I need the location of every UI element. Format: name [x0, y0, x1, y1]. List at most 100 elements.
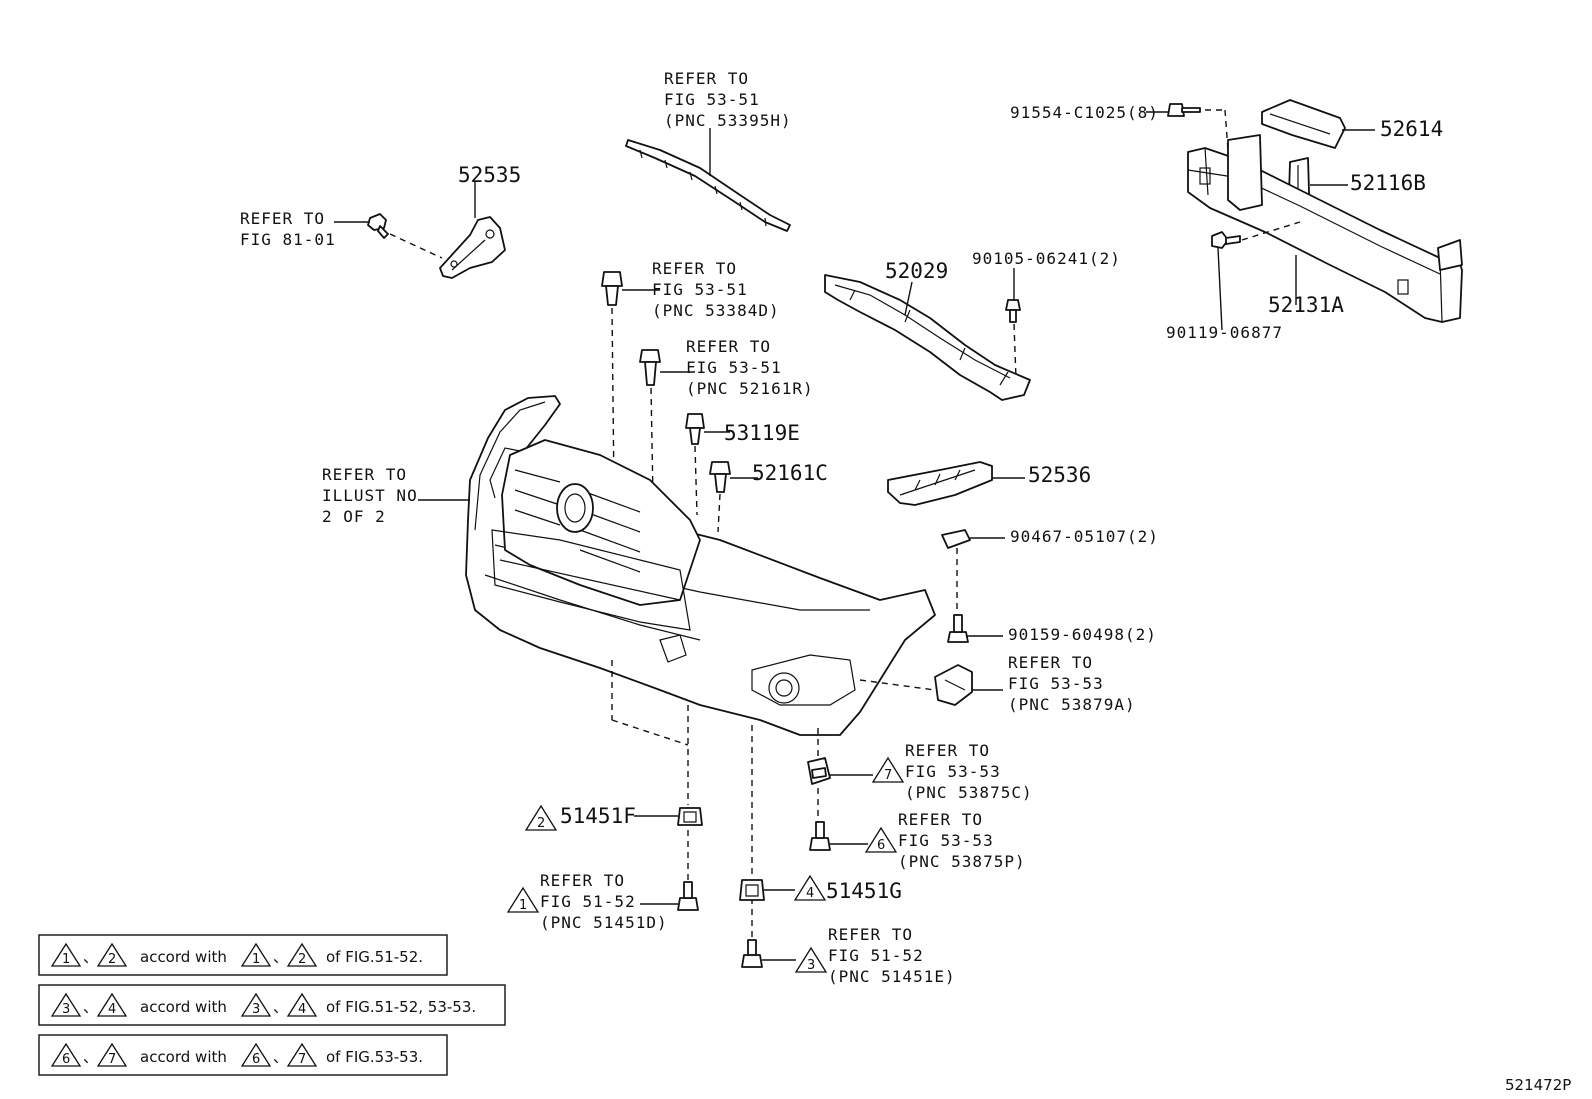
- clip-53119e[interactable]: [685, 413, 705, 445]
- svg-text:7: 7: [884, 768, 892, 783]
- label-53875c-2: FIG 53-53: [905, 762, 1001, 781]
- label-illust-3: 2 OF 2: [322, 507, 386, 526]
- label-refer-fig8101-1: REFER TO: [240, 209, 325, 228]
- svg-text:、: 、: [83, 948, 98, 966]
- svg-text:3: 3: [807, 958, 815, 973]
- label-52536: 52536: [1028, 463, 1091, 487]
- bolt-91554[interactable]: [1167, 103, 1201, 117]
- label-51451e-1: REFER TO: [828, 925, 913, 944]
- label-53119e: 53119E: [724, 421, 800, 445]
- svg-text:2: 2: [298, 952, 306, 967]
- label-51451d-2: FIG 51-52: [540, 892, 636, 911]
- svg-text:、: 、: [83, 998, 98, 1016]
- bolt-90105[interactable]: [1005, 299, 1021, 323]
- figure-id: 521472P: [1505, 1076, 1571, 1094]
- clip-53875c[interactable]: [807, 757, 831, 785]
- triangle-ref-3: 3: [794, 946, 828, 973]
- clip-52161r[interactable]: [639, 349, 661, 386]
- svg-text:6: 6: [62, 1052, 70, 1067]
- label-53875c-3: (PNC 53875C): [905, 783, 1033, 802]
- label-53384d-2: FIG 53-51: [652, 280, 748, 299]
- bracket-52535[interactable]: [439, 216, 506, 279]
- screw-51451e[interactable]: [741, 939, 763, 968]
- label-90467: 90467-05107(2): [1010, 527, 1159, 546]
- label-52029: 52029: [885, 259, 948, 283]
- label-53384d-1: REFER TO: [652, 259, 737, 278]
- svg-text:7: 7: [298, 1052, 306, 1067]
- clip-90467[interactable]: [941, 529, 971, 549]
- clip-51451g[interactable]: [739, 879, 765, 901]
- label-52161r-1: REFER TO: [686, 337, 771, 356]
- legend-row-2: 3 、 4 accord with 3 、 4 of FIG.51-52, 53…: [38, 984, 506, 1026]
- clip-51451f[interactable]: [677, 807, 703, 826]
- svg-text:accord with: accord with: [140, 1048, 227, 1066]
- label-51451g: 51451G: [826, 879, 902, 903]
- label-51451f: 51451F: [560, 804, 636, 828]
- label-51451e-3: (PNC 51451E): [828, 967, 956, 986]
- svg-text:6: 6: [252, 1052, 260, 1067]
- screw-90159[interactable]: [947, 614, 969, 643]
- label-52131a: 52131A: [1268, 293, 1344, 317]
- label-53875p-3: (PNC 53875P): [898, 852, 1026, 871]
- triangle-ref-1: 1: [506, 886, 540, 913]
- reinforcement-52029[interactable]: [824, 274, 1031, 401]
- svg-text:4: 4: [108, 1002, 116, 1017]
- bracket-52536[interactable]: [887, 461, 993, 506]
- label-90159: 90159-60498(2): [1008, 625, 1157, 644]
- label-refer-fig8101-2: FIG 81-01: [240, 230, 336, 249]
- molding-53395h[interactable]: [625, 139, 791, 232]
- label-52535: 52535: [458, 163, 521, 187]
- svg-text:of FIG.51-52, 53-53.: of FIG.51-52, 53-53.: [326, 998, 476, 1016]
- label-52161c: 52161C: [752, 461, 828, 485]
- svg-text:7: 7: [108, 1052, 116, 1067]
- svg-text:3: 3: [62, 1002, 70, 1017]
- svg-text:、: 、: [83, 1048, 98, 1066]
- svg-text:1: 1: [252, 952, 260, 967]
- label-illust-1: REFER TO: [322, 465, 407, 484]
- bolt-90119[interactable]: [1211, 231, 1241, 249]
- svg-text:4: 4: [806, 886, 814, 901]
- svg-text:2: 2: [537, 816, 545, 831]
- clip-52161c[interactable]: [709, 461, 731, 493]
- label-53384d-3: (PNC 53384D): [652, 301, 780, 320]
- label-53395h-1: REFER TO: [664, 69, 749, 88]
- label-53395h-3: (PNC 53395H): [664, 111, 792, 130]
- triangle-ref-2: 2: [524, 804, 558, 831]
- label-90119: 90119-06877: [1166, 323, 1283, 342]
- triangle-ref-4: 4: [793, 874, 827, 901]
- legend-row-3: 6 、 7 accord with 6 、 7 of FIG.53-53.: [38, 1034, 448, 1076]
- svg-text:、: 、: [273, 948, 288, 966]
- svg-text:accord with: accord with: [140, 998, 227, 1016]
- triangle-ref-6: 6: [864, 826, 898, 853]
- label-51451d-1: REFER TO: [540, 871, 625, 890]
- bolt-fig8101[interactable]: [367, 213, 389, 239]
- clip-53384d[interactable]: [601, 271, 623, 306]
- label-91554: 91554-C1025(8): [1010, 103, 1159, 122]
- cover-52614[interactable]: [1261, 99, 1346, 149]
- label-52161r-2: FIG 53-51: [686, 358, 782, 377]
- label-53879a-1: REFER TO: [1008, 653, 1093, 672]
- reinforcement-52131a[interactable]: [1187, 134, 1463, 323]
- label-53395h-2: FIG 53-51: [664, 90, 760, 109]
- svg-text:、: 、: [273, 1048, 288, 1066]
- part-53879a[interactable]: [934, 664, 973, 706]
- label-51451e-2: FIG 51-52: [828, 946, 924, 965]
- label-53875p-1: REFER TO: [898, 810, 983, 829]
- svg-text:2: 2: [108, 952, 116, 967]
- svg-text:of FIG.51-52.: of FIG.51-52.: [326, 948, 423, 966]
- bumper-cover[interactable]: [465, 395, 936, 736]
- svg-text:3: 3: [252, 1002, 260, 1017]
- triangle-ref-7: 7: [871, 756, 905, 783]
- label-53879a-2: FIG 53-53: [1008, 674, 1104, 693]
- label-52614: 52614: [1380, 117, 1443, 141]
- label-53879a-3: (PNC 53879A): [1008, 695, 1136, 714]
- label-51451d-3: (PNC 51451D): [540, 913, 668, 932]
- screw-51451d[interactable]: [677, 881, 699, 911]
- svg-text:1: 1: [62, 952, 70, 967]
- svg-text:6: 6: [877, 838, 885, 853]
- svg-text:accord with: accord with: [140, 948, 227, 966]
- label-illust-2: ILLUST NO: [322, 486, 418, 505]
- label-52161r-3: (PNC 52161R): [686, 379, 814, 398]
- screw-53875p[interactable]: [809, 821, 831, 851]
- label-53875p-2: FIG 53-53: [898, 831, 994, 850]
